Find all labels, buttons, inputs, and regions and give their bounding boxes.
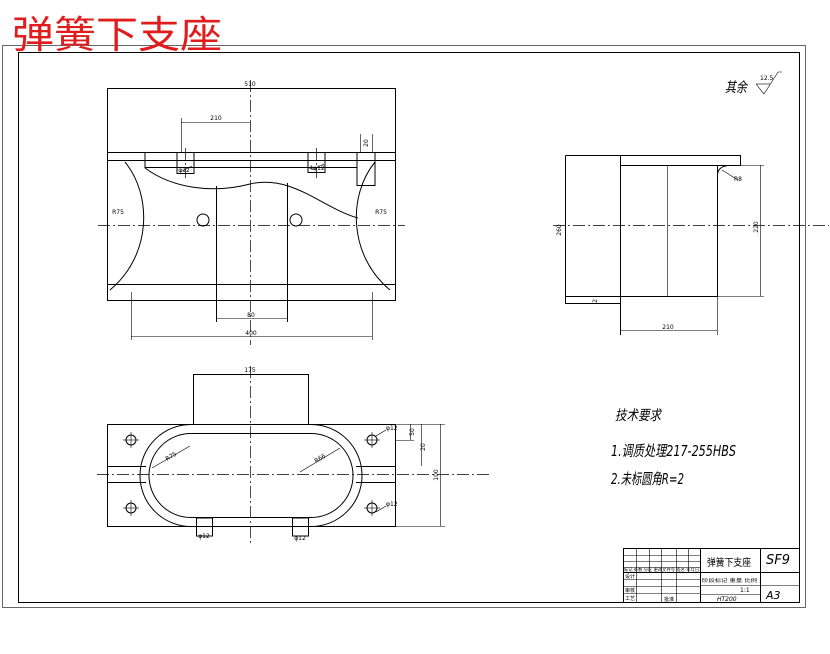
dim-tab: 20 xyxy=(363,139,370,147)
dim-offset: 210 xyxy=(210,115,222,122)
side-view: 260 220 R8 2 210 xyxy=(553,155,829,335)
radius-leader-left xyxy=(151,445,191,469)
surface-finish-note: 其余 12.5 xyxy=(725,71,782,96)
side-base-step xyxy=(565,296,621,304)
boss-tube-left xyxy=(196,517,213,537)
hole-leader-br xyxy=(375,505,387,513)
hole-leader-right xyxy=(311,163,325,171)
dim-inner: 80 xyxy=(247,312,255,319)
dim-plan-radius-left: R75 xyxy=(164,451,178,463)
front-view: 510 210 20 φ12 4φ12 R75 R75 80 400 xyxy=(98,80,405,345)
tb-sheet-size: A3 xyxy=(765,589,781,602)
dim-side-gap: 2 xyxy=(592,299,599,303)
outer-frame xyxy=(2,45,806,608)
bolt-hole-top-right xyxy=(364,432,380,448)
tb-drawing-number: SF9 xyxy=(766,553,790,568)
dim-boss-left: φ12 xyxy=(198,533,210,540)
hole-leader-left xyxy=(179,165,193,173)
inner-profile-curve xyxy=(144,167,359,219)
title-block-border xyxy=(623,548,800,603)
tb-scale: 1:1 xyxy=(740,587,750,594)
drawing-title: 弹簧下支座 xyxy=(12,13,222,57)
plan-view-outline xyxy=(107,424,396,527)
dim-plan-right-a: 50 xyxy=(409,428,416,436)
tech-heading: 技术要求 xyxy=(615,408,663,424)
boss-tube-right xyxy=(292,517,309,537)
dim-boss-right: φ12 xyxy=(294,535,306,542)
tech-item-1: 1.调质处理217-255HBS xyxy=(611,442,736,460)
tab-section-hatch xyxy=(356,152,376,186)
tech-item-2: 2.未标圆角R=2 xyxy=(611,470,684,488)
dim-hole-left: φ12 xyxy=(178,167,190,174)
dim-hole-right: 4φ12 xyxy=(309,165,325,172)
dim-plan-radius-right: R66 xyxy=(313,453,327,465)
tb-role-review: 审核 xyxy=(625,587,635,594)
roughness-value: 12.5 xyxy=(760,75,774,82)
pin-hole-left xyxy=(196,213,210,227)
dim-side-height-right: 220 xyxy=(753,221,760,233)
inner-frame xyxy=(18,52,800,603)
tb-approve: 批准 xyxy=(664,596,674,603)
plan-view: 175 R75 R66 φ12 φ12 φ12 φ12 50 20 100 xyxy=(97,366,490,545)
technical-requirements: 技术要求 1.调质处理217-255HBS 2.未标圆角R=2 xyxy=(611,408,736,488)
dim-hole-br: φ12 xyxy=(386,501,398,508)
bolt-hole-bottom-left xyxy=(123,500,139,516)
dim-plan-right-c: 100 xyxy=(433,469,440,481)
dim-radius-right: R75 xyxy=(375,209,387,216)
tb-part-name: 弹簧下支座 xyxy=(707,556,751,569)
hole-leader-tr xyxy=(375,429,387,437)
dim-plan-right-b: 20 xyxy=(420,443,427,451)
front-view-outline xyxy=(107,88,396,301)
side-view-outline xyxy=(565,155,741,297)
boss-outline xyxy=(193,374,309,425)
left-side-curve xyxy=(109,161,145,291)
tb-role-design: 设计 xyxy=(625,573,635,580)
dim-side-width: 210 xyxy=(662,324,674,331)
dim-hole-tr: φ12 xyxy=(386,425,398,432)
title-block: 标记 处数 分区 更改文件号 签名 年月日 设计 审核 工艺 批准 弹簧下支座 … xyxy=(623,548,800,603)
dim-side-height-left: 260 xyxy=(556,224,563,236)
bolt-hole-bottom-right xyxy=(364,500,380,516)
right-side-curve xyxy=(355,161,391,291)
drawing-frame xyxy=(2,45,806,608)
dim-corner-radius: R8 xyxy=(734,176,742,183)
dim-span: 400 xyxy=(245,330,257,337)
roughness-symbol-icon xyxy=(755,71,782,95)
dim-radius-left: R75 xyxy=(112,209,124,216)
corner-fillet xyxy=(717,165,727,176)
surface-finish-label: 其余 xyxy=(725,80,749,96)
oval-wall-section xyxy=(139,424,363,527)
tb-stage-row: 阶段标记 重量 比例 xyxy=(702,577,758,584)
dim-boss-width: 175 xyxy=(244,367,256,374)
radius-leader-right xyxy=(299,447,341,473)
tb-header-row: 标记 处数 分区 更改文件号 签名 年月日 xyxy=(624,566,699,572)
tb-material: HT200 xyxy=(717,596,737,603)
dim-overall-width: 510 xyxy=(244,81,256,88)
pin-hole-right xyxy=(289,213,303,227)
bolt-hole-top-left xyxy=(123,432,139,448)
tb-role-process: 工艺 xyxy=(625,596,635,602)
corner-leader xyxy=(721,169,739,181)
